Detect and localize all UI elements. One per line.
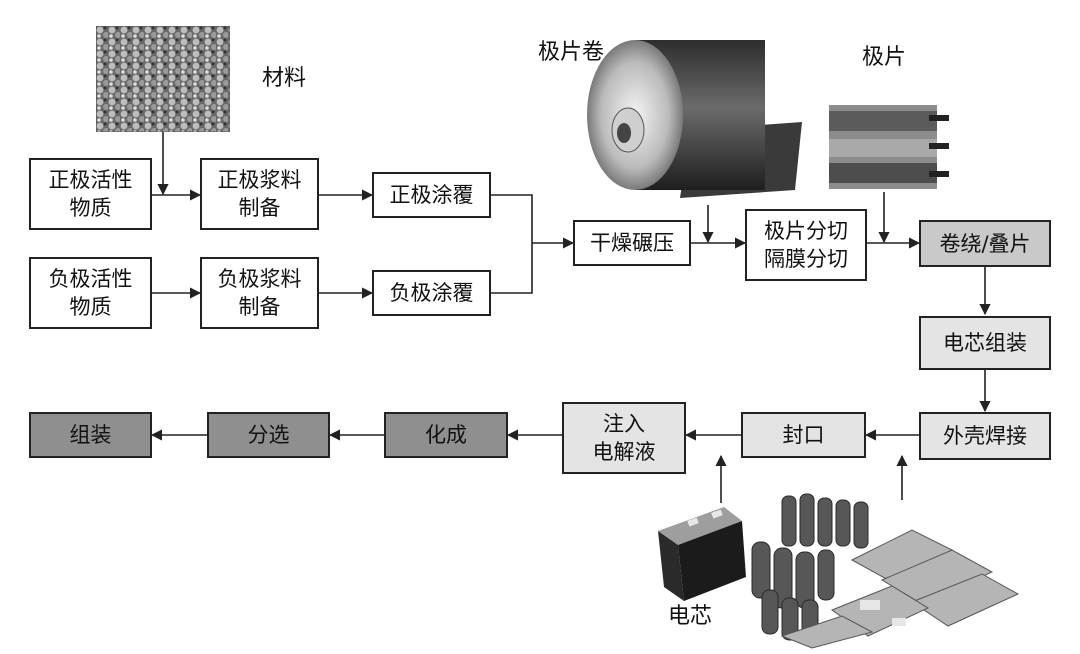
drying-rolling-node: 干燥碾压	[573, 220, 691, 266]
anode-slurry-prep-node: 负极浆料制备	[200, 257, 319, 329]
winding-stacking-node: 卷绕/叠片	[919, 220, 1051, 267]
prismatic-cell-image	[658, 507, 746, 601]
final-assembly-node: 组装	[29, 412, 152, 458]
electrode-sheet-image	[829, 105, 949, 189]
sorting-node: 分选	[207, 412, 330, 458]
anode-coating-node: 负极涂覆	[372, 270, 491, 316]
cathode-coating-node: 正极涂覆	[372, 172, 491, 218]
cells-group-image	[751, 493, 1020, 649]
sealing-node: 封口	[741, 412, 866, 458]
cathode-slurry-prep-node: 正极浆料制备	[200, 158, 319, 230]
cathode-active-material-node: 正极活性物质	[29, 158, 152, 230]
formation-node: 化成	[384, 412, 508, 458]
cell-assembly-node: 电芯组装	[919, 316, 1051, 370]
electrode-sheet-label: 极片	[862, 45, 907, 70]
material-micrograph-image	[96, 26, 230, 132]
coating-merge-line	[491, 194, 533, 294]
slitting-node: 极片分切隔膜分切	[745, 209, 867, 281]
anode-active-material-node: 负极活性物质	[29, 257, 152, 329]
material-label: 材料	[262, 66, 307, 91]
electrode-roll-image	[587, 40, 802, 198]
electrode-roll-label: 极片卷	[538, 40, 605, 65]
electrolyte-injection-node: 注入电解液	[562, 402, 686, 474]
cell-label: 电芯	[668, 604, 713, 629]
case-welding-node: 外壳焊接	[919, 412, 1051, 460]
